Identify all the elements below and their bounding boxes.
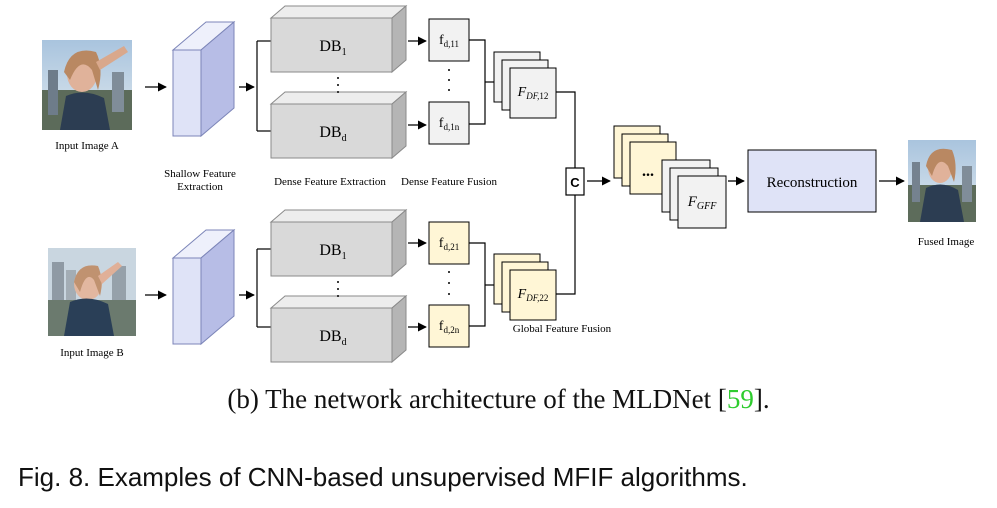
dense-block-a1 (269, 4, 408, 74)
db-ad-label: DBd (319, 124, 346, 144)
svg-text:FDF,12: FDF,12 (517, 85, 549, 101)
db-a1-label: DB1 (319, 38, 346, 58)
concat-node: C (565, 167, 585, 196)
dense-block-bd (269, 294, 408, 364)
feature-fdf22: FDF,22 (493, 253, 557, 321)
feature-dots (448, 69, 450, 295)
shallow-block-a (171, 20, 236, 138)
svg-text:fd,11: fd,11 (439, 33, 459, 49)
svg-text:C: C (570, 175, 580, 190)
svg-text:fd,1n: fd,1n (439, 116, 460, 132)
shallow-block-b (171, 228, 236, 346)
input-image-b (48, 248, 136, 336)
input-image-a (42, 40, 132, 130)
architecture-diagram: Input Image A Input Image B Shallow Feat… (42, 4, 976, 364)
dense-block-b1 (269, 208, 408, 278)
fgff-label: FGFF (687, 194, 718, 212)
svg-text:fd,2n: fd,2n (439, 319, 460, 335)
feature-f21: fd,21 (428, 221, 470, 265)
ellipsis: ... (642, 163, 654, 180)
db-b1-label: DB1 (319, 242, 346, 262)
dense-dots (337, 77, 339, 297)
shallow-label-line1: Shallow Feature (164, 168, 236, 180)
fused-image (908, 140, 976, 222)
reconstruction-block: Reconstruction (747, 149, 877, 213)
feature-f1n: fd,1n (428, 101, 470, 145)
svg-text:Reconstruction: Reconstruction (767, 175, 858, 191)
sub-caption: (b) The network architecture of the MLDN… (227, 384, 770, 414)
input-a-label: Input Image A (55, 140, 119, 152)
shallow-label-line2: Extraction (177, 181, 223, 193)
feature-fdf12: FDF,12 (493, 51, 557, 119)
dense-fusion-label: Dense Feature Fusion (401, 176, 497, 188)
feature-f11: fd,11 (428, 18, 470, 62)
global-feature-stack: ... FGFF (613, 125, 727, 229)
figure-caption: Fig. 8. Examples of CNN-based unsupervis… (18, 462, 748, 492)
dense-extraction-label: Dense Feature Extraction (274, 176, 386, 188)
svg-text:fd,21: fd,21 (439, 236, 459, 252)
fused-image-label: Fused Image (918, 236, 975, 248)
dense-block-ad (269, 90, 408, 160)
citation-link[interactable]: 59 (726, 384, 754, 414)
global-fusion-label: Global Feature Fusion (513, 323, 612, 335)
feature-f2n: fd,2n (428, 304, 470, 348)
input-b-label: Input Image B (60, 347, 124, 359)
svg-text:FDF,22: FDF,22 (517, 287, 549, 303)
db-bd-label: DBd (319, 328, 346, 348)
